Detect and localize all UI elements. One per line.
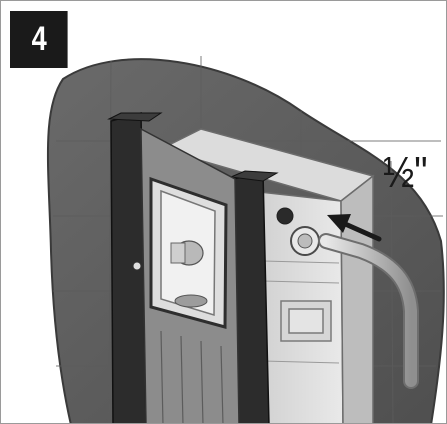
frame-left-rail — [110, 112, 147, 423]
pipe-size-label: ½" — [383, 148, 428, 197]
dark-port — [276, 207, 294, 225]
cistern-side — [340, 174, 374, 423]
tank-bracket — [280, 300, 332, 342]
step-number-badge: 4 — [10, 11, 68, 68]
arrow-pointing-left-icon — [327, 214, 382, 242]
